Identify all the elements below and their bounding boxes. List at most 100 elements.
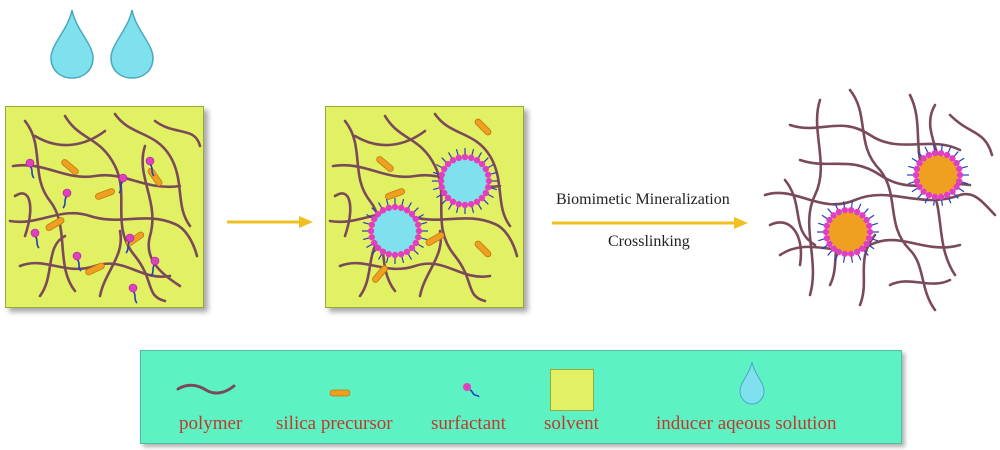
surfactant-head xyxy=(374,244,382,252)
surfactant-head xyxy=(822,228,830,236)
surfactant-head xyxy=(826,216,833,224)
surfactant-head xyxy=(444,194,452,202)
surfactant-head xyxy=(408,244,416,252)
water-drop-icon xyxy=(110,9,154,79)
surfactant-head xyxy=(461,201,469,209)
surfactant-head xyxy=(835,208,843,216)
surfactant-head xyxy=(444,160,452,168)
surfactant-head xyxy=(379,248,387,255)
surfactant-head xyxy=(455,154,462,162)
surfactant-head xyxy=(441,165,448,173)
surfactant-head xyxy=(437,177,445,185)
surfactant-head xyxy=(379,207,387,214)
surfactant-head xyxy=(385,250,392,258)
surfactant-head xyxy=(414,234,422,241)
surfactant-head xyxy=(913,177,921,185)
surfactant-head xyxy=(415,227,423,235)
surfactant-head xyxy=(863,240,870,248)
surfactant-head xyxy=(841,250,849,257)
surfactant-head xyxy=(455,200,462,208)
surfactant-head xyxy=(826,240,833,248)
surfactant-head xyxy=(835,248,843,256)
legend-label-inducer-solution: inducer aqeous solution xyxy=(656,413,837,434)
legend: polymer silica precursor surfactant solv… xyxy=(140,350,902,444)
arrow-label-crosslinking: Crosslinking xyxy=(608,233,690,250)
surfactant-head xyxy=(449,198,457,205)
surfactant-head xyxy=(931,193,939,200)
surfactant-head xyxy=(449,157,457,164)
surfactant-head xyxy=(865,234,873,242)
surfactant-head xyxy=(403,248,411,255)
surfactant-head xyxy=(391,203,399,211)
surfactant-head xyxy=(374,210,382,218)
surfactant-head xyxy=(823,234,831,242)
water-drop-icon xyxy=(50,9,94,79)
surfactant-head xyxy=(485,177,493,185)
surfactant-head xyxy=(441,189,448,197)
surfactant-head xyxy=(371,215,378,223)
surfactant-head xyxy=(484,171,492,178)
surfactant-icon xyxy=(463,383,480,398)
solvent-square-icon xyxy=(550,369,594,411)
surfactant-head xyxy=(943,191,951,199)
surfactant-head xyxy=(913,165,921,173)
polymer-network xyxy=(8,112,202,304)
surfactant-head xyxy=(912,171,920,179)
surfactant-head xyxy=(482,189,489,197)
surfactant-head xyxy=(830,245,837,252)
surfactant-head xyxy=(920,155,927,162)
crosslinked-network xyxy=(763,88,997,312)
surfactant-head xyxy=(956,171,964,179)
surfactant-head xyxy=(949,155,956,162)
surfactant-head xyxy=(859,212,866,219)
surfactant-head xyxy=(398,204,405,212)
surfactant-head xyxy=(863,216,870,224)
surfactant-head xyxy=(414,221,422,228)
surfactant-head xyxy=(484,184,492,191)
surfactant-head xyxy=(371,239,378,247)
surfactant-head xyxy=(368,221,376,228)
legend-label-polymer: polymer xyxy=(179,413,243,434)
surfactant-head xyxy=(866,228,874,236)
surfactant-head xyxy=(461,153,469,161)
surfactant-head xyxy=(412,215,419,223)
solvent-panel-initial xyxy=(5,106,204,308)
surfactant-head xyxy=(468,200,475,208)
surfactant-head xyxy=(403,207,411,214)
surfactant-head xyxy=(859,245,866,252)
surfactant-head xyxy=(937,150,945,157)
surfactant-head xyxy=(916,183,923,191)
surfactant-head xyxy=(478,194,486,202)
surfactant-head xyxy=(482,165,489,173)
surfactant-head xyxy=(955,177,963,185)
surfactant-head xyxy=(847,250,855,257)
surfactant-head xyxy=(955,165,963,173)
surfactant-head xyxy=(943,151,951,159)
surfactant-head xyxy=(853,208,861,216)
surfactant-head xyxy=(949,188,956,195)
surfactant-head xyxy=(398,250,405,258)
silica-rod-icon xyxy=(329,389,351,397)
surfactant-head xyxy=(468,154,475,162)
surfactant-head xyxy=(847,207,855,214)
surfactant-head xyxy=(937,193,945,200)
surfactant-head xyxy=(478,160,486,168)
surfactant-head xyxy=(823,222,831,230)
surfactant-head xyxy=(391,251,399,259)
surfactant-head xyxy=(438,184,446,191)
legend-label-surfactant: surfactant xyxy=(431,413,506,434)
arrow-label-mineralization: Biomimetic Mineralization xyxy=(556,191,730,208)
surfactant-head xyxy=(853,248,861,256)
legend-label-solvent: solvent xyxy=(544,413,599,434)
water-drop-icon xyxy=(739,361,765,405)
surfactant-head xyxy=(368,234,376,241)
surfactant-head xyxy=(385,204,392,212)
surfactant-head xyxy=(925,191,933,199)
process-arrow xyxy=(552,217,748,229)
surfactant-head xyxy=(841,207,849,214)
surfactant-head xyxy=(865,222,873,230)
surfactant-head xyxy=(473,198,481,205)
emulsion-network xyxy=(328,112,519,303)
process-arrow xyxy=(227,216,313,228)
surfactant-head xyxy=(920,188,927,195)
